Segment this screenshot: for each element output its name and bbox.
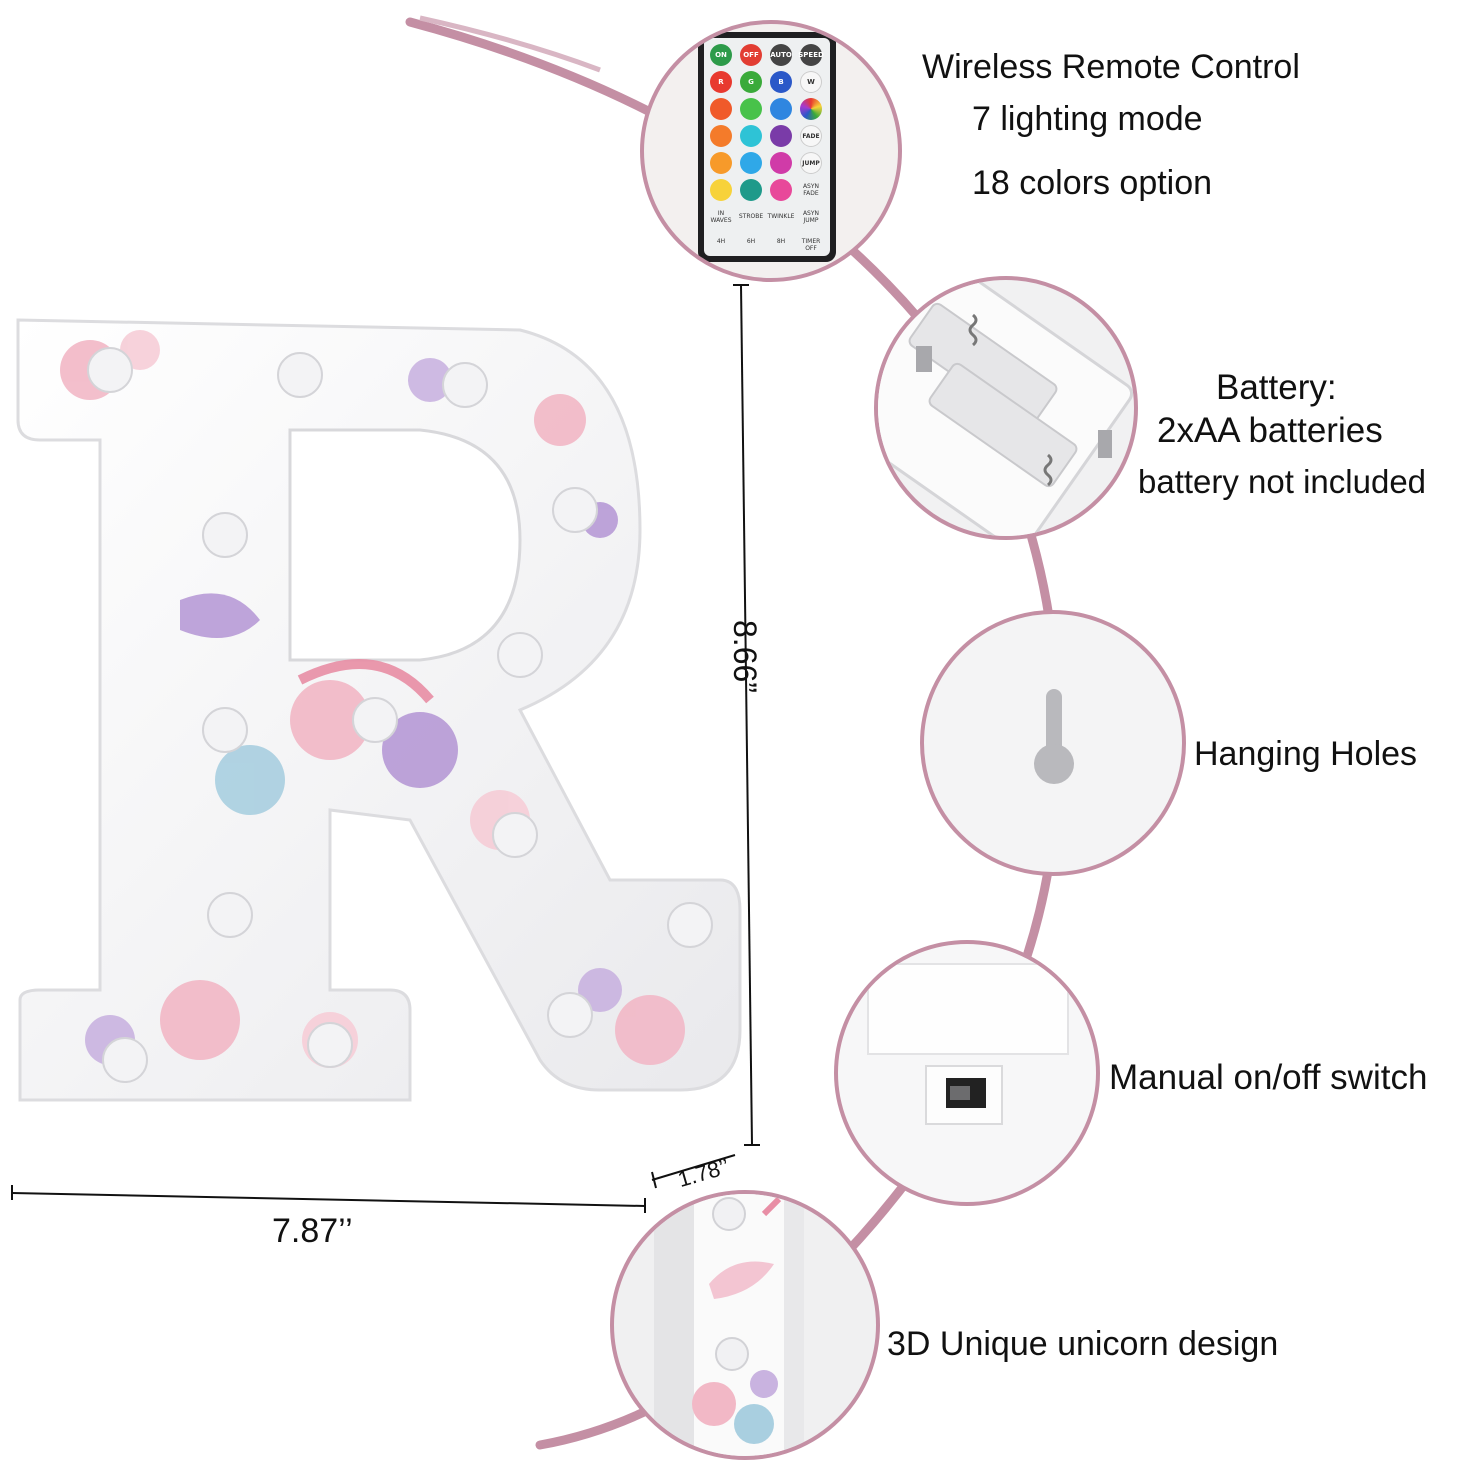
remote-auto-button: AUTO <box>770 44 792 66</box>
color-button <box>740 125 762 147</box>
spring-icon <box>1043 453 1053 487</box>
flower <box>734 1404 774 1444</box>
letter-r-counter <box>288 428 522 662</box>
remote-in-waves-button: IN WAVES <box>710 210 732 224</box>
unicorn-design-title: 3D Unique unicorn design <box>887 1325 1279 1363</box>
keyhole-icon <box>1034 689 1074 784</box>
remote-title: Wireless Remote Control <box>922 48 1300 86</box>
remote-colors: 18 colors option <box>972 164 1213 202</box>
battery-compartment <box>878 280 1134 536</box>
remote-strobe-button: STROBE <box>738 213 764 220</box>
remote-off-button: OFF <box>740 44 762 66</box>
hanging-hole-circle <box>920 610 1186 876</box>
led-bulb <box>712 1197 746 1231</box>
side-view-strip <box>654 1194 804 1456</box>
remote-6h-button: 6H <box>746 238 756 245</box>
battery-contact <box>916 346 932 372</box>
color-button <box>770 98 792 120</box>
led-bulbs <box>87 347 713 1083</box>
color-button <box>770 125 792 147</box>
remote-lighting-modes: 7 lighting mode <box>972 100 1203 138</box>
color-button <box>710 98 732 120</box>
width-dimension: 7.87’’ <box>272 1212 353 1250</box>
switch-title: Manual on/off switch <box>1109 1058 1428 1097</box>
led-bulb <box>715 1337 749 1371</box>
remote-w-button: W <box>800 71 822 93</box>
on-off-switch-icon <box>867 963 1069 1125</box>
depth-line <box>651 1154 736 1181</box>
color-button <box>740 152 762 174</box>
color-wheel-button <box>800 98 822 120</box>
remote-fade-button: FADE <box>800 125 822 147</box>
battery-note: battery not included <box>1138 463 1427 500</box>
color-button <box>770 152 792 174</box>
height-dimension: 8.66” <box>727 620 763 693</box>
spring-icon <box>968 313 978 347</box>
remote-timer-off-button: TIMER OFF <box>801 238 821 252</box>
remote-twinkle-button: TWINKLE <box>767 213 795 220</box>
battery-title: Battery: <box>1216 368 1337 407</box>
battery-contact <box>1098 430 1112 458</box>
color-button <box>770 179 792 201</box>
remote-asyn-jump-button: ASYN JUMP <box>802 210 820 224</box>
color-button <box>740 179 762 201</box>
height-line <box>740 284 753 1146</box>
battery-circle <box>874 276 1138 540</box>
color-button <box>710 152 732 174</box>
remote-g-button: G <box>740 71 762 93</box>
remote-control: ON OFF AUTO SPEED R G B W FADE JUM <box>698 32 836 262</box>
marquee-letter-r <box>16 318 742 1102</box>
remote-circle: ON OFF AUTO SPEED R G B W FADE JUM <box>640 20 902 282</box>
width-line <box>11 1192 646 1207</box>
color-button <box>710 179 732 201</box>
remote-on-button: ON <box>710 44 732 66</box>
unicorn-horn <box>761 1196 782 1217</box>
unicorn-head <box>709 1261 774 1299</box>
remote-b-button: B <box>770 71 792 93</box>
remote-asyn-fade-button: ASYN FADE <box>802 183 820 197</box>
battery-type: 2xAA batteries <box>1157 411 1383 450</box>
color-button <box>710 125 732 147</box>
switch-circle <box>834 940 1100 1206</box>
connector-arc-fade <box>419 15 601 73</box>
remote-8h-button: 8H <box>776 238 786 245</box>
unicorn-design-circle <box>610 1190 880 1460</box>
flower <box>750 1370 778 1398</box>
hanging-holes-title: Hanging Holes <box>1194 735 1418 773</box>
remote-4h-button: 4H <box>716 238 726 245</box>
remote-speed-button: SPEED <box>798 44 824 66</box>
remote-jump-button: JUMP <box>800 152 822 174</box>
flower <box>692 1382 736 1426</box>
floral-decoration <box>60 330 685 1068</box>
remote-r-button: R <box>710 71 732 93</box>
color-button <box>740 98 762 120</box>
